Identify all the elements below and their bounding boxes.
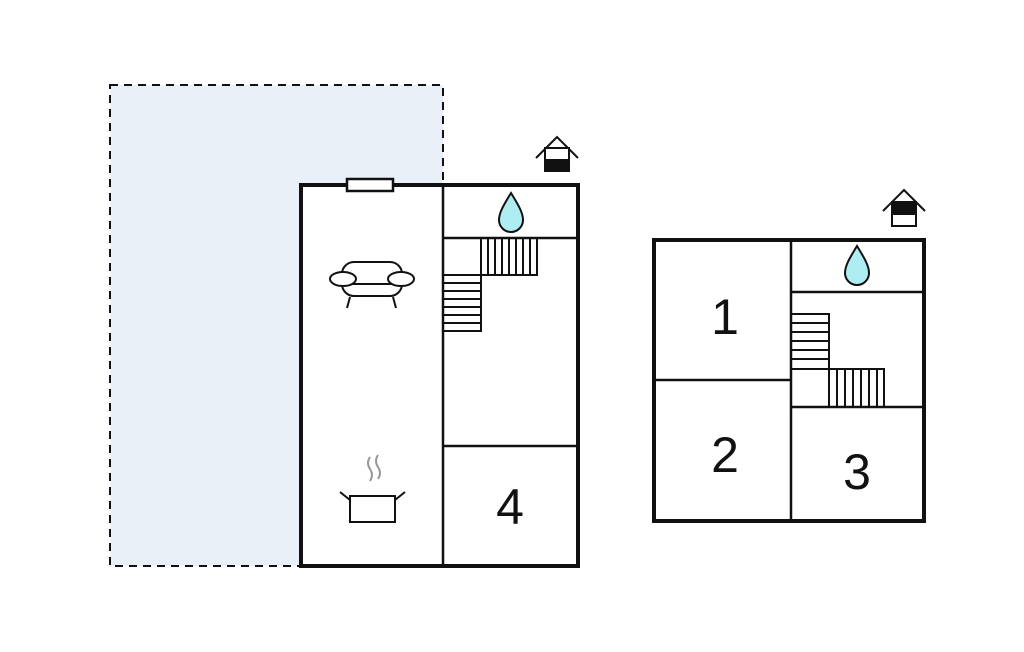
sofa-icon [329, 261, 415, 309]
water-drop-icon [497, 191, 525, 233]
room-label-2: 2 [711, 427, 739, 483]
room-label-1: 1 [711, 289, 739, 345]
room-label-4: 4 [496, 479, 524, 535]
floor-level-ground-icon [535, 135, 579, 172]
floor-level-upper-icon [882, 188, 926, 227]
room-label-3: 3 [843, 444, 871, 500]
first-floor: 1 2 3 [652, 188, 926, 523]
water-drop-icon [843, 244, 871, 286]
stairs-icon [442, 237, 538, 332]
window-icon [345, 177, 395, 193]
stairs-icon [790, 313, 885, 408]
ground-floor: 4 [299, 135, 580, 568]
cooking-pot-icon [339, 454, 406, 523]
